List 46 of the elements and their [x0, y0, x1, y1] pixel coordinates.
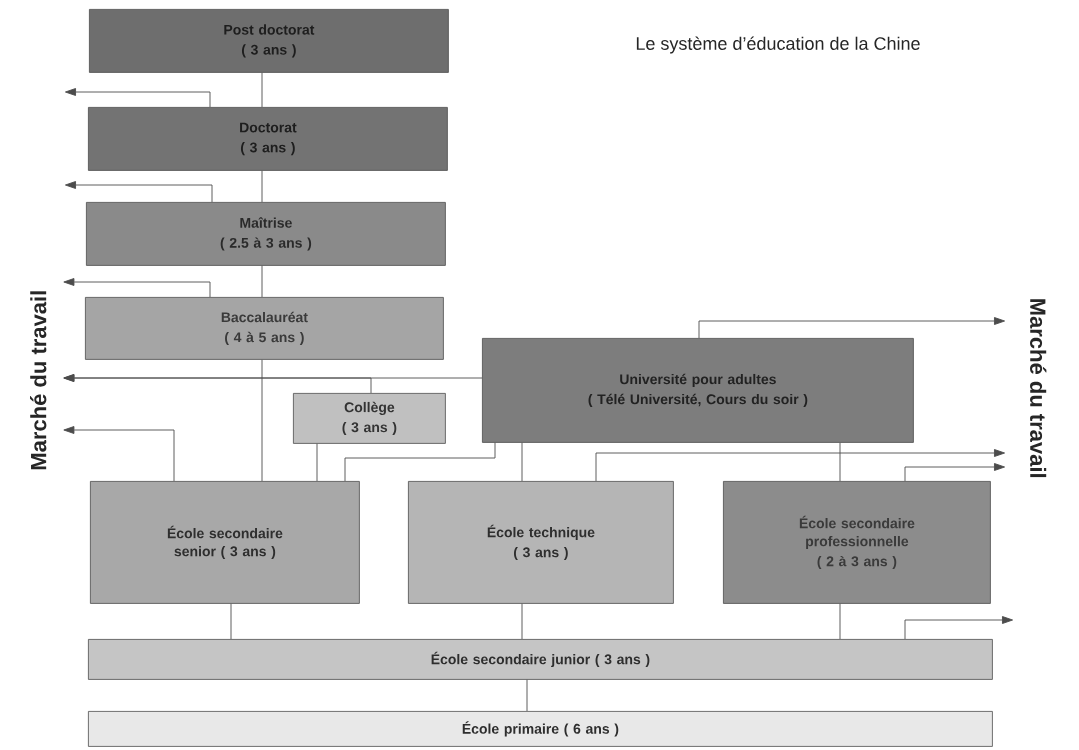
box-text: Collège ( 3 ans ) — [342, 401, 397, 435]
box-text: École secondaire junior ( 3 ans ) — [431, 651, 650, 668]
connector — [521, 442, 523, 482]
connector — [521, 603, 523, 640]
program-box — [293, 393, 446, 444]
connector — [261, 170, 263, 203]
connector — [839, 442, 841, 482]
connector — [261, 72, 263, 108]
connector — [64, 88, 211, 108]
connector — [261, 265, 263, 298]
title: Le système d’éducation de la Chine — [636, 36, 920, 54]
box-text: Post doctorat ( 3 ans ) — [224, 24, 315, 58]
box-text: École primaire ( 6 ans ) — [462, 721, 619, 737]
connector — [904, 616, 1014, 640]
box-text: École secondaire senior ( 3 ans ) — [167, 525, 283, 560]
box-text: École secondaire professionnelle ( 2 à 3 ans ) — [799, 515, 915, 570]
program-box — [85, 297, 444, 360]
side-label: Marché du travail — [30, 291, 47, 470]
connector — [904, 463, 1006, 482]
side-label: Marché du travail — [1030, 299, 1047, 478]
box-text: Université pour adultes ( Télé Université, Cours du soir ) — [588, 373, 808, 407]
connector — [261, 359, 263, 482]
connector — [698, 317, 1006, 339]
program-box — [89, 9, 449, 73]
level-bar — [88, 639, 993, 680]
program-box — [86, 202, 446, 266]
connector — [526, 679, 528, 712]
program-box — [482, 338, 914, 443]
program-box — [90, 481, 360, 604]
box-text: Maîtrise ( 2.5 à 3 ans ) — [220, 217, 312, 251]
connector — [839, 603, 841, 640]
box-text: École technique ( 3 ans ) — [487, 524, 595, 561]
connector — [63, 426, 175, 482]
connector — [344, 442, 496, 482]
program-box — [88, 107, 448, 171]
program-box — [723, 481, 991, 604]
box-text: Baccalauréat ( 4 à 5 ans ) — [221, 311, 308, 345]
program-box — [408, 481, 674, 604]
connector — [595, 449, 1006, 482]
level-bar — [88, 711, 993, 747]
connector — [230, 603, 232, 640]
box-text: Doctorat ( 3 ans ) — [240, 122, 297, 156]
connector — [64, 181, 213, 203]
connector — [63, 278, 211, 298]
connector — [63, 374, 372, 394]
connector — [316, 443, 318, 482]
